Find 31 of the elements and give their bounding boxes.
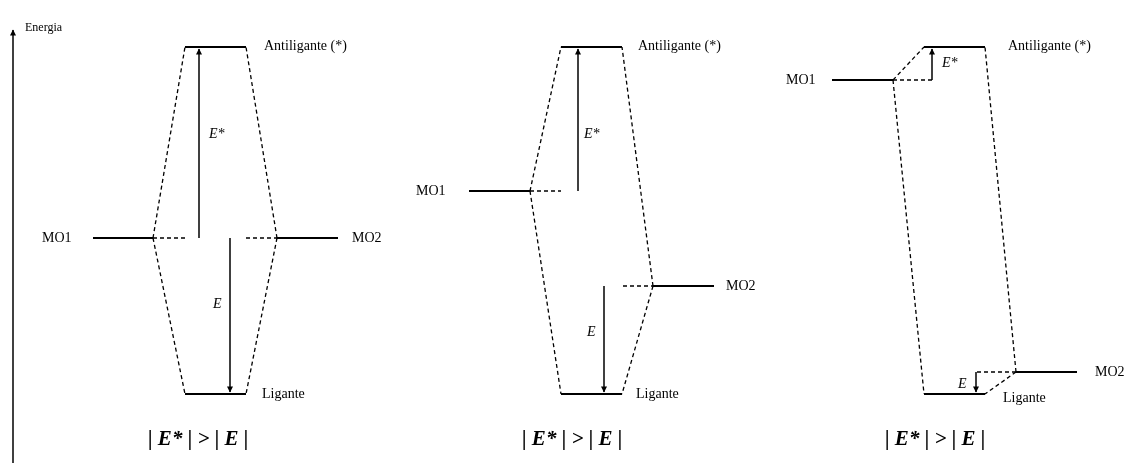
level-label: MO2 [726, 277, 756, 295]
correlation-line [529, 190, 562, 395]
correlation-line [621, 46, 654, 287]
level-label: MO1 [786, 71, 816, 89]
correlation-line [152, 46, 186, 239]
energy-symbol: E [213, 296, 222, 312]
energy-symbol: E* [584, 126, 600, 142]
level-label: Antiligante (*) [638, 37, 721, 55]
inequality-formula: | E* | > | E | [148, 425, 249, 451]
level-label: Ligante [636, 385, 679, 403]
correlation-line [984, 371, 1017, 395]
correlation-line [245, 46, 278, 239]
axis-label: Energia [25, 20, 63, 34]
level-label: Antiligante (*) [264, 37, 347, 55]
level-label: Ligante [262, 385, 305, 403]
level-label: Ligante [1003, 389, 1046, 407]
inequality-formula: | E* | > | E | [522, 425, 623, 451]
level-label: Antiligante (*) [1008, 37, 1091, 55]
energy-symbol: E* [942, 55, 958, 71]
level-label: MO1 [416, 182, 446, 200]
level-label: MO2 [352, 229, 382, 247]
correlation-line [245, 237, 278, 395]
correlation-line [892, 46, 925, 81]
energy-symbol: E* [209, 126, 225, 142]
energy-symbol: E [958, 376, 967, 392]
energy-symbol: E [587, 324, 596, 340]
correlation-line [152, 237, 186, 395]
level-label: MO1 [42, 229, 72, 247]
inequality-formula: | E* | > | E | [885, 425, 986, 451]
correlation-line [984, 46, 1017, 373]
level-label: MO2 [1095, 363, 1125, 381]
